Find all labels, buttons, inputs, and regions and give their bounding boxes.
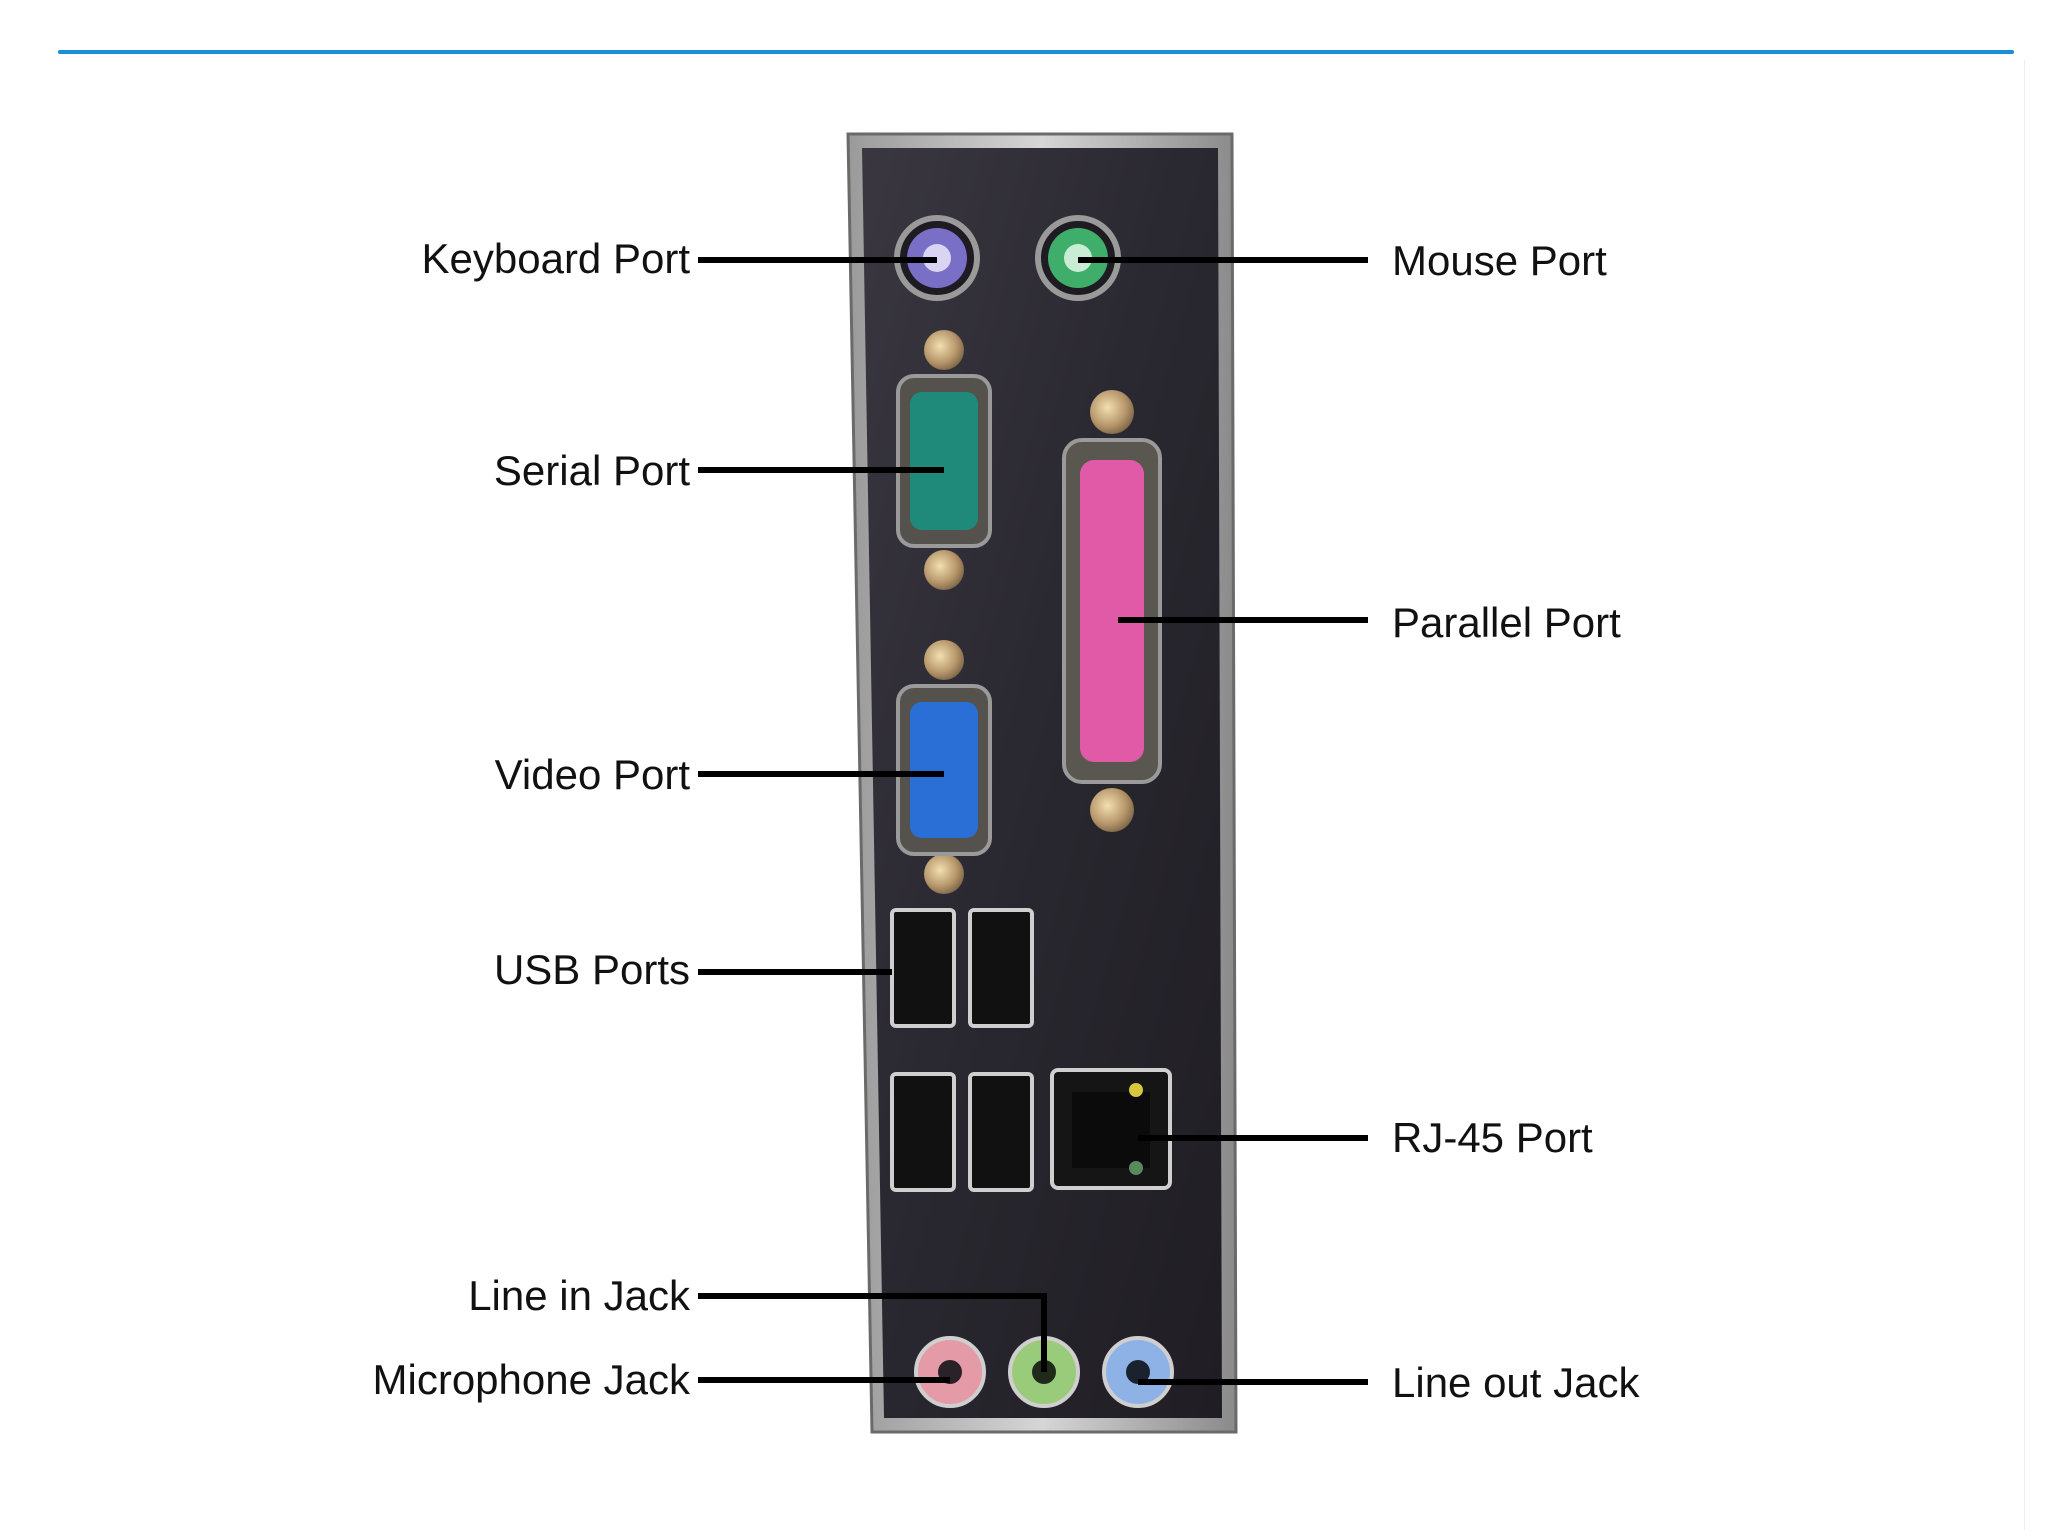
line-out-jack-connector: [1102, 1336, 1174, 1408]
microphone-jack-connector: [914, 1336, 986, 1408]
video-port-label: Video Port: [495, 751, 691, 798]
rj45-port-connector: [1050, 1068, 1172, 1190]
serial-port-connector: [896, 330, 992, 590]
line-in-jack-label: Line in Jack: [468, 1272, 691, 1319]
line-in-leader-line: [698, 1293, 1047, 1372]
microphone-jack-label: Microphone Jack: [373, 1356, 691, 1403]
video-port-connector: [896, 640, 992, 894]
mouse-port-label: Mouse Port: [1392, 237, 1607, 284]
usb-ports-connector: [890, 908, 1034, 1192]
line-out-jack-label: Line out Jack: [1392, 1359, 1640, 1406]
top-accent-rule: [58, 50, 2014, 54]
keyboard-port-label: Keyboard Port: [422, 235, 691, 282]
right-edge-line: [2024, 60, 2025, 1530]
leader-lines: [698, 257, 1368, 1385]
parallel-port-label: Parallel Port: [1392, 599, 1621, 646]
parallel-port-connector: [1062, 390, 1162, 832]
rj45-port-label: RJ-45 Port: [1392, 1114, 1593, 1161]
usb-ports-label: USB Ports: [494, 946, 690, 993]
serial-port-label: Serial Port: [494, 447, 690, 494]
